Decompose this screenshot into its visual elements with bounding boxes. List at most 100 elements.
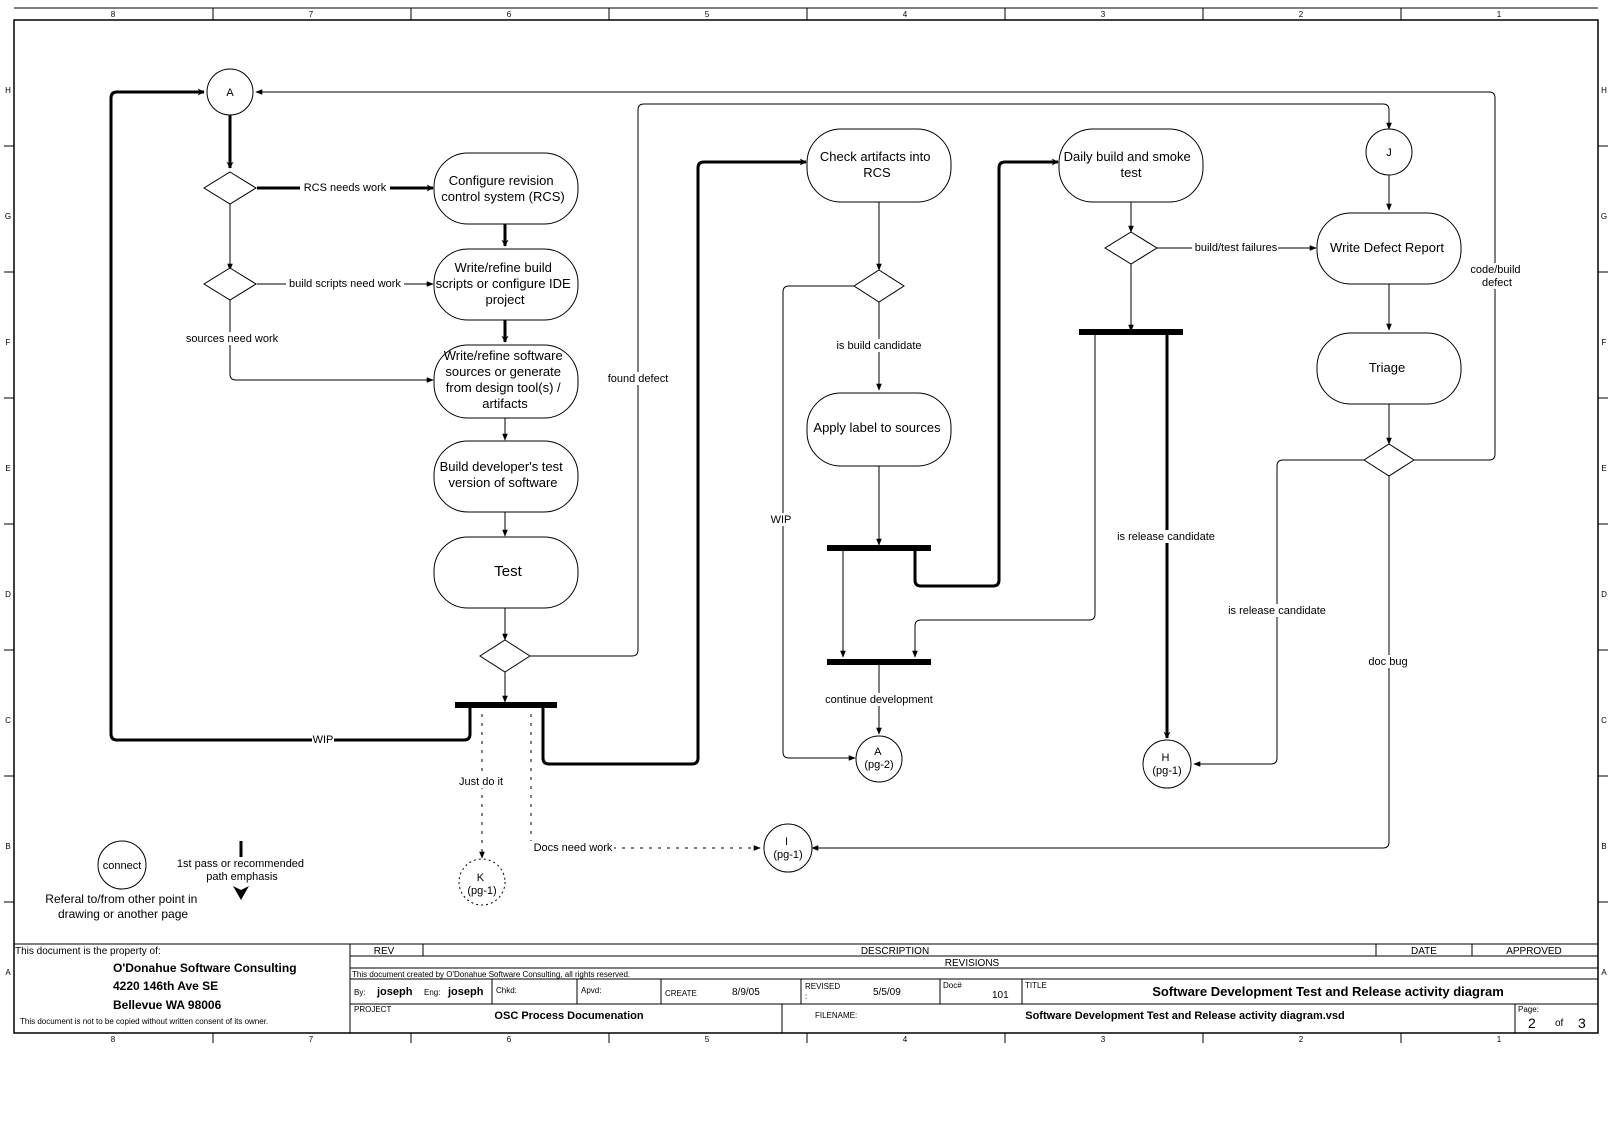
page-label: Page: xyxy=(1518,1005,1539,1014)
filename-label: FILENAME: xyxy=(815,1011,857,1020)
zone-col-3: 3 xyxy=(1101,10,1106,19)
dashed-edges xyxy=(479,705,761,859)
legend-emphasis-text: 1st pass or recommended path emphasis xyxy=(177,858,307,883)
zone-col-3-bottom: 3 xyxy=(1101,1035,1106,1044)
zone-col-8: 8 xyxy=(111,10,116,19)
apvd-label: Apvd: xyxy=(581,986,601,995)
label-docs-need-work: Docs need work xyxy=(534,842,613,854)
decision-rcs xyxy=(203,171,257,205)
by-label: By: xyxy=(354,988,366,997)
eng-label: Eng: xyxy=(424,988,440,997)
sync-bars xyxy=(455,329,1183,708)
label-is-release-candidate-1: is release candidate xyxy=(1117,531,1215,543)
zone-row-d-right: D xyxy=(1601,590,1607,599)
zone-col-4-bottom: 4 xyxy=(903,1035,908,1044)
page-value: 2 xyxy=(1528,1015,1536,1031)
node-apply-label xyxy=(806,392,952,467)
company-city: Bellevue WA 98006 xyxy=(113,998,222,1012)
of-label: of xyxy=(1555,1018,1564,1029)
zone-row-g: G xyxy=(5,212,11,221)
decision-build-test xyxy=(1104,231,1158,265)
label-doc-bug: doc bug xyxy=(1368,656,1407,668)
zone-row-e-right: E xyxy=(1601,464,1606,473)
connector-h-pg1 xyxy=(1142,739,1192,789)
zone-col-6-bottom: 6 xyxy=(507,1035,512,1044)
connector-i-pg1-label: I (pg-1) xyxy=(773,836,802,861)
not-copied-note: This document is not to be copied withou… xyxy=(20,1017,268,1026)
zone-row-a: A xyxy=(5,968,11,977)
zone-col-5-bottom: 5 xyxy=(705,1035,710,1044)
connector-a-top-label: A xyxy=(226,87,234,99)
edge-sources xyxy=(229,298,434,383)
project-label: PROJECT xyxy=(354,1005,391,1014)
zone-row-b: B xyxy=(5,842,10,851)
by-value: joseph xyxy=(376,986,413,998)
zone-row-c: C xyxy=(5,716,11,725)
zone-row-c-right: C xyxy=(1601,716,1607,725)
fork-bar-test xyxy=(455,702,557,708)
description-header: DESCRIPTION xyxy=(861,946,929,957)
zone-row-d: D xyxy=(5,590,11,599)
create-value: 8/9/05 xyxy=(732,987,760,998)
created-by-note: This document created by O'Donahue Softw… xyxy=(352,970,630,979)
node-configure-rcs xyxy=(433,152,579,225)
node-write-defect xyxy=(1316,212,1462,285)
node-check-artifacts-label: Check artifacts into RCS xyxy=(820,149,934,180)
legend: connect Referal to/from other point in d… xyxy=(45,840,307,921)
create-label: CREATE xyxy=(665,989,697,998)
node-test-label: Test xyxy=(494,563,522,580)
zone-col-6: 6 xyxy=(507,10,512,19)
revisions-header: REVISIONS xyxy=(945,958,1000,969)
doc-label: Doc# xyxy=(943,981,962,990)
flow-edges xyxy=(227,89,1496,851)
label-build-test-failures: build/test failures xyxy=(1195,242,1278,254)
node-test xyxy=(433,536,579,609)
drawing-frame: 8 7 6 5 4 3 2 1 8 7 6 5 4 3 2 1 H G F E … xyxy=(4,7,1608,1044)
zone-col-8-bottom: 8 xyxy=(111,1035,116,1044)
revised-label: REVISED xyxy=(805,982,840,991)
filename-value: Software Development Test and Release ac… xyxy=(1025,1010,1345,1022)
zone-col-7: 7 xyxy=(309,10,314,19)
decisions xyxy=(203,171,1415,673)
zone-col-1-bottom: 1 xyxy=(1497,1035,1502,1044)
legend-connector xyxy=(97,840,147,890)
edge-to-daily-build xyxy=(913,158,1059,588)
zone-row-h-right: H xyxy=(1601,86,1607,95)
doc-value: 101 xyxy=(992,990,1009,1001)
zone-col-2: 2 xyxy=(1299,10,1304,19)
zone-row-h: H xyxy=(5,86,11,95)
legend-referral-text: Referal to/from other point in drawing o… xyxy=(45,892,200,921)
decision-build-scripts xyxy=(203,267,257,301)
edge-found-defect xyxy=(530,103,1392,657)
zone-col-1: 1 xyxy=(1497,10,1502,19)
label-just-do-it: Just do it xyxy=(459,776,503,788)
connector-a-top xyxy=(206,68,254,116)
of-value: 3 xyxy=(1578,1015,1586,1031)
node-write-build-scripts xyxy=(433,248,579,321)
connector-h-pg1-label: H (pg-1) xyxy=(1152,752,1181,777)
edge-to-check-artifacts xyxy=(541,158,807,766)
edge-docs-need-work xyxy=(530,705,761,851)
label-wip-left: WIP xyxy=(313,734,334,746)
node-daily-build-label: Daily build and smoke test xyxy=(1064,149,1195,180)
decision-build-candidate xyxy=(853,269,905,303)
label-code-build-defect: code/build defect xyxy=(1470,264,1523,289)
emphasis-edges xyxy=(109,88,1171,766)
zone-row-g-right: G xyxy=(1601,212,1607,221)
fork-bar-label xyxy=(827,545,931,551)
title-block xyxy=(14,943,1598,1033)
label-is-release-candidate-2: is release candidate xyxy=(1228,605,1326,617)
label-wip-mid: WIP xyxy=(771,514,792,526)
activity-nodes: Configure revision control system (RCS) … xyxy=(433,128,1462,609)
zone-row-f-right: F xyxy=(1602,338,1607,347)
connector-a-pg2 xyxy=(855,735,903,783)
connector-k-pg1-label: K (pg-1) xyxy=(467,872,496,897)
title-label: TITLE xyxy=(1025,981,1047,990)
node-daily-build xyxy=(1058,128,1204,203)
revised-colon: : xyxy=(805,992,807,1001)
node-triage-label: Triage xyxy=(1369,360,1405,375)
project-value: OSC Process Documenation xyxy=(494,1010,643,1022)
edge-fork2-join xyxy=(912,334,1096,658)
node-triage xyxy=(1316,332,1462,405)
connector-a-pg2-label: A (pg-2) xyxy=(864,746,893,771)
